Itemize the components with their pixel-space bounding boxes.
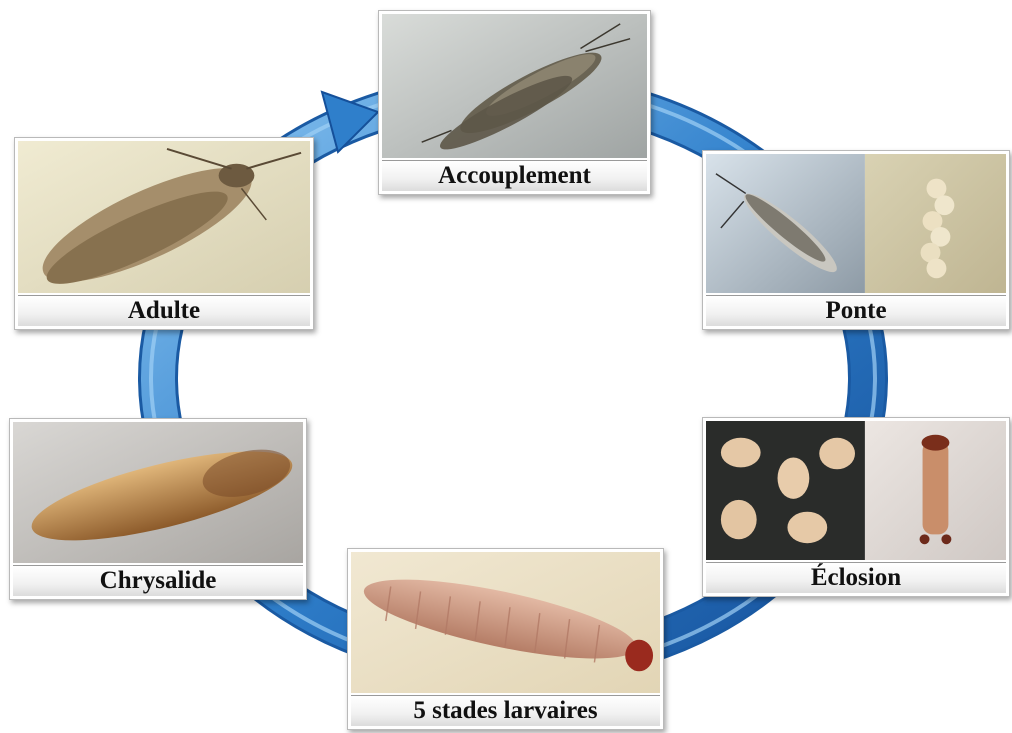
adult-moth-photo [18,141,310,293]
adulte-label: Adulte [18,295,310,326]
stage-card-ponte: Ponte [702,150,1010,330]
eclosion-photo [706,421,1006,560]
larva-photo [351,552,660,693]
stage-card-eclosion: Éclosion [702,417,1010,597]
stage-card-larves: 5 stades larvaires [347,548,664,730]
ponte-photo [706,154,1006,293]
chrysalis-photo [13,422,303,563]
eclosion-label: Éclosion [706,562,1006,593]
stage-card-chrysalide: Chrysalide [9,418,307,600]
stage-card-adulte: Adulte [14,137,314,330]
accouplement-moth-photo [382,14,647,158]
accouplement-label: Accouplement [382,160,647,191]
stage-card-accouplement: Accouplement [378,10,651,195]
chrysalide-label: Chrysalide [13,565,303,596]
larves-label: 5 stades larvaires [351,695,660,726]
ponte-label: Ponte [706,295,1006,326]
